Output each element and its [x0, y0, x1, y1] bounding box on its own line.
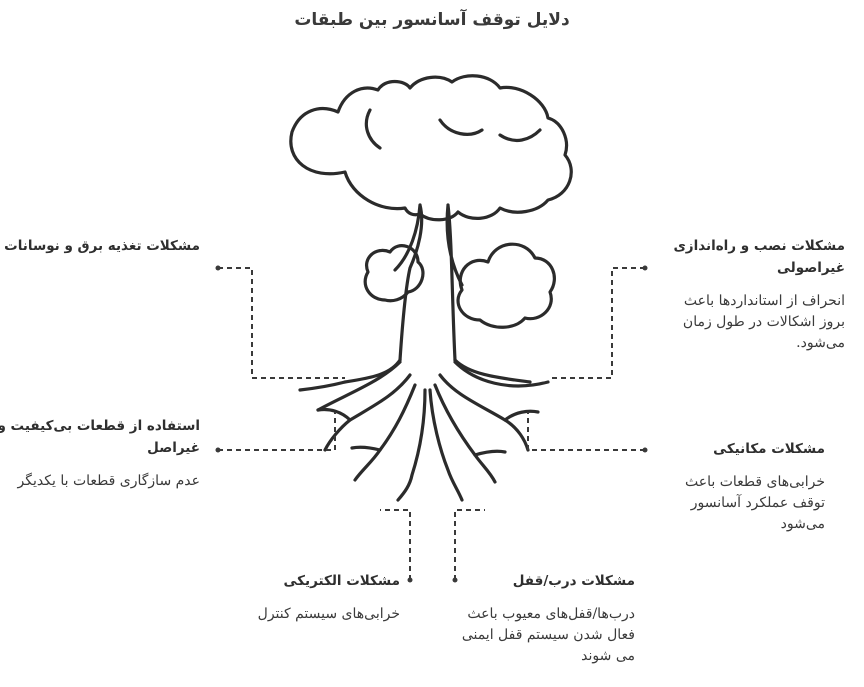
branch-installation-heading: مشکلات نصب و راه‌اندازی غیراصولی — [673, 238, 845, 276]
connector-door — [454, 509, 485, 580]
tree-trunk — [393, 203, 424, 362]
connector-dot-installation — [642, 265, 648, 271]
branch-installation-description: انحراف از استانداردها باعث بروز اشکالات … — [682, 293, 845, 351]
connector-parts — [218, 412, 336, 451]
branch-electrical-description: خرابی‌های سیستم کنترل — [257, 606, 400, 622]
connector-dot-electrical — [407, 577, 413, 583]
branch-mechanical-description: خرابی‌های قطعات باعث توقف عملکرد آسانسور… — [685, 474, 825, 532]
connector-dot-parts — [215, 447, 221, 453]
tree-canopy — [289, 74, 573, 222]
connector-installation — [550, 267, 645, 379]
tree-right-foliage — [456, 242, 556, 329]
branch-door-description: درب‌ها/قفل‌های معیوب باعث فعال شدن سیستم… — [461, 606, 635, 664]
branch-electrical: مشکلات الکتریکی خرابی‌های سیستم کنترل — [220, 570, 400, 625]
branch-power: مشکلات تغذیه برق و نوسانات — [0, 235, 200, 257]
connector-mechanical — [527, 412, 645, 451]
branch-parts-description: عدم سازگاری قطعات با یکدیگر — [17, 473, 200, 489]
branch-door-heading: مشکلات درب/قفل — [512, 573, 635, 589]
connector-dot-door — [452, 577, 458, 583]
branch-electrical-heading: مشکلات الکتریکی — [283, 573, 401, 589]
tree-roots — [298, 360, 402, 412]
connector-electrical — [380, 509, 411, 580]
connector-dot-power — [215, 265, 221, 271]
branch-parts-heading: استفاده از قطعات بی‌کیفیت و غیراصل — [0, 418, 200, 456]
branch-power-heading: مشکلات تغذیه برق و نوسانات — [4, 238, 200, 254]
branch-installation: مشکلات نصب و راه‌اندازی غیراصولی انحراف … — [655, 235, 845, 354]
connector-dot-mechanical — [642, 447, 648, 453]
branch-parts: استفاده از قطعات بی‌کیفیت و غیراصل عدم س… — [0, 415, 200, 492]
diagram-title: دلایل توقف آسانسور بین طبقات — [294, 10, 570, 30]
branch-mechanical: مشکلات مکانیکی خرابی‌های قطعات باعث توقف… — [655, 438, 825, 535]
branch-mechanical-heading: مشکلات مکانیکی — [713, 441, 825, 457]
connector-power — [218, 267, 345, 379]
branch-door: مشکلات درب/قفل درب‌ها/قفل‌های معیوب باعث… — [460, 570, 635, 667]
